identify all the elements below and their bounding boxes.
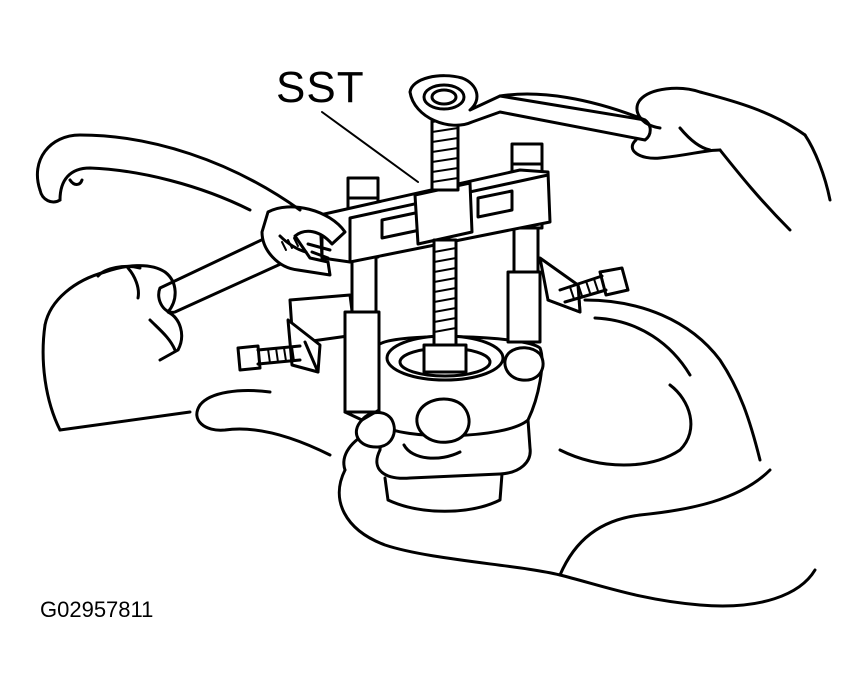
- ring-wrench: [408, 74, 652, 142]
- callout-label-sst: SST: [276, 63, 365, 112]
- callout-leader-line: [321, 111, 419, 183]
- right-hand: [630, 86, 832, 232]
- adjustable-wrench: [157, 205, 347, 314]
- steering-knuckle: [195, 298, 817, 608]
- puller-crossbar: [318, 142, 552, 264]
- figure-code: G02957811: [40, 597, 154, 622]
- left-handle-bar: [35, 133, 302, 212]
- left-clamp-bolt: [236, 344, 302, 372]
- right-clamp-bolt: [558, 266, 630, 304]
- axle-hub-flange: [355, 334, 545, 513]
- left-hand: [41, 264, 192, 432]
